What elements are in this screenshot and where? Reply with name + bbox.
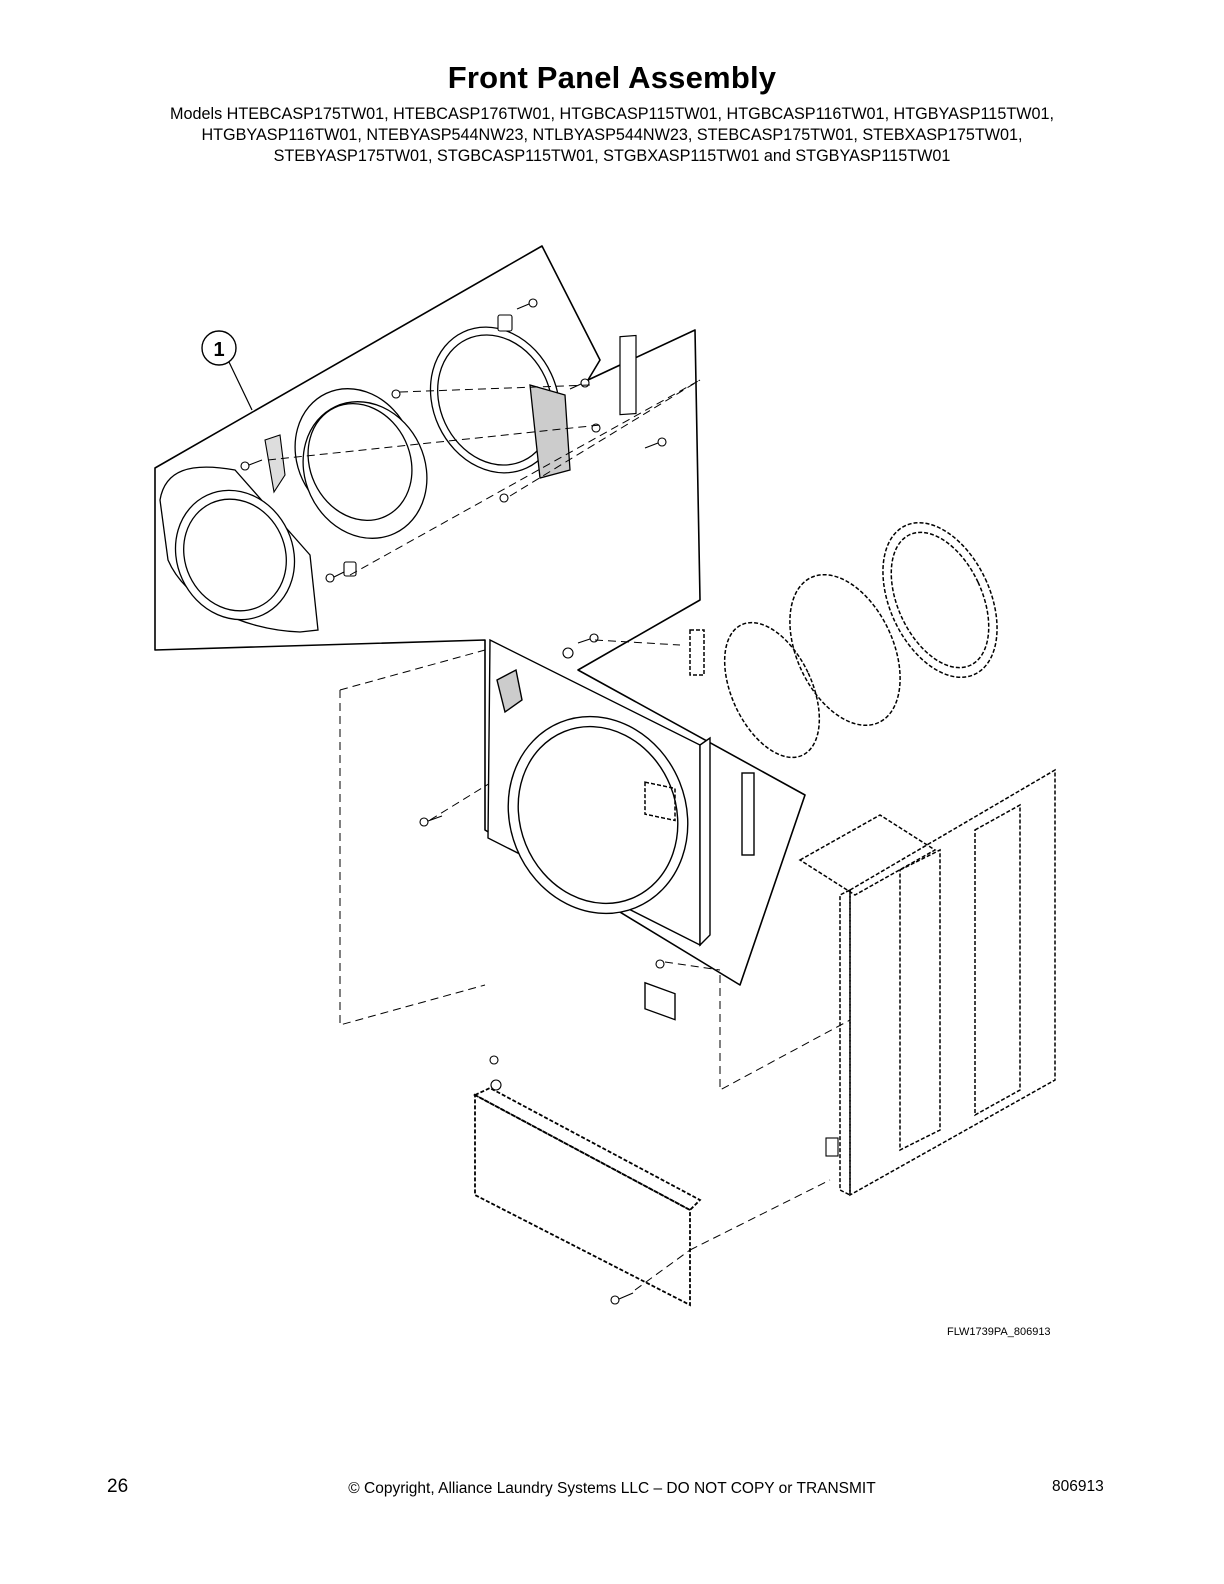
kick-panel (472, 1086, 702, 1307)
page-title: Front Panel Assembly (447, 60, 777, 95)
screws (240, 298, 667, 1305)
model-line: Models HTEBCASP175TW01, HTEBCASP176TW01,… (169, 105, 1054, 123)
copyright-notice: © Copyright, Alliance Laundry Systems LL… (348, 1480, 876, 1497)
latch-bracket (825, 1137, 839, 1157)
cabinet (798, 768, 1056, 1197)
figure-code: FLW1739PA_806913 (947, 1326, 1051, 1338)
assembly-guide-lines (267, 379, 851, 1291)
door-assembly-outline (154, 245, 806, 986)
door-hinge (619, 334, 637, 416)
model-list: Models HTEBCASP175TW01, HTEBCASP176TW01,… (0, 104, 1224, 167)
callout-1: 1 (201, 330, 253, 411)
outer-door-panel (159, 466, 319, 633)
door-handle (264, 434, 286, 494)
page-number: 26 (107, 1476, 129, 1497)
inner-door-ring (429, 326, 571, 479)
model-line: STEBYASP175TW01, STGBCASP115TW01, STGBXA… (273, 147, 951, 165)
front-panel (487, 638, 755, 1021)
svg-text:1: 1 (213, 339, 224, 361)
door-glass (294, 388, 428, 539)
model-line: HTGBYASP116TW01, NTEBYASP544NW23, NTLBYA… (201, 126, 1023, 144)
document-number: 806913 (1052, 1478, 1104, 1495)
